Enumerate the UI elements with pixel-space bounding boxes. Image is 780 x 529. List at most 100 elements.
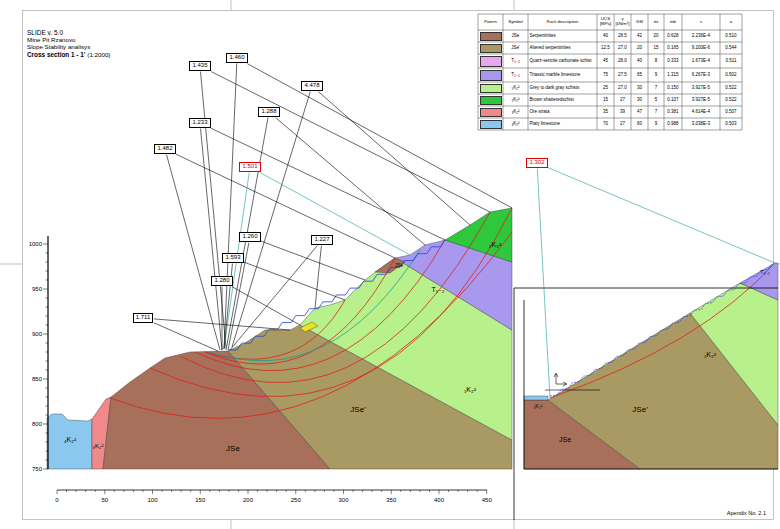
distance-tick: 150 — [195, 497, 205, 504]
table-cell: 39 — [615, 107, 631, 118]
distance-tick: 250 — [291, 497, 301, 504]
rock-unit-label: ₃K₂² — [93, 443, 104, 450]
safety-factor-box: 1.280 — [211, 276, 232, 286]
table-header: Patern — [479, 15, 503, 30]
rock-unit-label: JSe — [226, 444, 240, 453]
table-cell: 28.5 — [615, 31, 631, 42]
safety-factor: 1.288 — [261, 108, 276, 114]
elevation-tick: 800 — [32, 421, 42, 428]
table-cell: 30 — [632, 95, 648, 106]
rock-unit-label: JSe' — [350, 405, 365, 414]
rock-unit-label: T₁₋₂ — [431, 286, 444, 294]
table-cell: 20 — [632, 43, 648, 54]
safety-factor-box: 1.288 — [258, 107, 279, 117]
distance-tick: 0 — [55, 497, 58, 504]
safety-factor: 4.478 — [304, 82, 319, 88]
leader-line — [232, 287, 300, 325]
safety-factor-box: 4.478 — [301, 81, 322, 91]
legend-text: Brown shatteredschist — [529, 95, 597, 106]
table-cell: T₁₋₂ — [504, 55, 528, 68]
safety-factor: 1.435 — [192, 62, 207, 68]
table-cell: 0.628 — [665, 31, 682, 42]
table-cell: 0.333 — [665, 55, 682, 68]
subtitle: Mine Pit Rzanovo — [27, 36, 76, 43]
table-cell: 15 — [649, 43, 664, 54]
table-cell: 1.673E-4 — [683, 55, 720, 68]
legend-swatch — [480, 44, 502, 53]
legend-text: Grey to dark gray schists — [529, 83, 597, 94]
table-cell: 75 — [598, 69, 614, 82]
table-cell: 0.544 — [721, 43, 742, 54]
table-cell: 9 — [649, 119, 664, 130]
table-cell: 7 — [649, 83, 664, 94]
table-cell: 27.5 — [615, 69, 631, 82]
table-cell: 15 — [598, 95, 614, 106]
distance-tick: 350 — [386, 497, 396, 504]
leader-line — [276, 118, 425, 245]
table-cell: 0.503 — [721, 119, 742, 130]
table-cell: 27 — [615, 95, 631, 106]
bench-line — [550, 264, 772, 396]
legend-text: Triassic marble limestone — [529, 69, 597, 82]
table-cell: 47 — [632, 107, 648, 118]
table-cell: 0.988 — [665, 119, 682, 130]
table-cell: 1.315 — [665, 69, 682, 82]
table-cell: 4.614E-4 — [683, 107, 720, 118]
legend-text: Quarz-sericite carbonate schist — [529, 55, 597, 68]
table-cell: 5 — [649, 95, 664, 106]
table-header: Symbol — [504, 15, 528, 30]
table-cell: 3.927E-5 — [683, 83, 720, 94]
legend-swatch — [480, 120, 502, 129]
table-cell: 65 — [632, 69, 648, 82]
table-cell: 6.267E-3 — [683, 69, 720, 82]
rock-unit-label: JSe' — [632, 405, 647, 414]
leader-line — [315, 246, 321, 308]
distance-tick: 300 — [338, 497, 348, 504]
table-cell: 0.511 — [721, 55, 742, 68]
table-cell: 40 — [632, 55, 648, 68]
subtitle: Slope Stability analisys — [27, 43, 90, 50]
legend-swatch — [480, 56, 502, 67]
safety-factor: 1.227 — [314, 236, 329, 242]
table-cell: 0.507 — [721, 107, 742, 118]
rock-unit-label: ₄K₂² — [64, 436, 77, 444]
table-cell: ₂K₂² — [504, 95, 528, 106]
table-cell: 0.165 — [665, 43, 682, 54]
legend-text: Altered serpentinites — [529, 43, 597, 54]
distance-tick: 400 — [434, 497, 444, 504]
table-cell: 0.107 — [665, 95, 682, 106]
leader-line — [176, 154, 395, 258]
safety-factor: 1.280 — [214, 277, 229, 283]
legend-text: Ore strata — [529, 107, 597, 118]
safety-factor-box: 1.501 — [239, 162, 260, 172]
table-grid — [478, 14, 742, 130]
table-header: Rock description — [529, 15, 597, 30]
table-cell: 40 — [598, 31, 614, 42]
leader-line — [232, 92, 310, 347]
table-cell: 25 — [598, 83, 614, 94]
safety-factor: 1.501 — [242, 163, 257, 169]
table-cell: T₁₋₂ — [504, 69, 528, 82]
table-cell: 0.502 — [721, 69, 742, 82]
table-cell: 27.0 — [615, 43, 631, 54]
table-cell: 35 — [598, 107, 614, 118]
elevation-tick: 850 — [32, 376, 42, 383]
table-cell: 7 — [649, 107, 664, 118]
table-cell: 9 — [649, 69, 664, 82]
scale-note: (1:2000) — [87, 51, 110, 58]
legend-swatch — [480, 70, 502, 81]
table-cell: 0.150 — [665, 83, 682, 94]
table-cell: 45 — [598, 55, 614, 68]
legend-swatch — [480, 32, 502, 41]
leader-line — [537, 169, 550, 398]
panel-frame — [514, 288, 778, 520]
leader-line — [154, 319, 290, 330]
table-cell: JSe' — [504, 43, 528, 54]
leader-line — [224, 64, 237, 349]
table-cell: 9.200E-6 — [683, 43, 720, 54]
leader-line — [221, 287, 222, 350]
rock-unit-label: ₂K₂² — [489, 241, 501, 249]
safety-factor-box: 1.260 — [239, 232, 260, 242]
table-header: GSI — [632, 15, 648, 30]
